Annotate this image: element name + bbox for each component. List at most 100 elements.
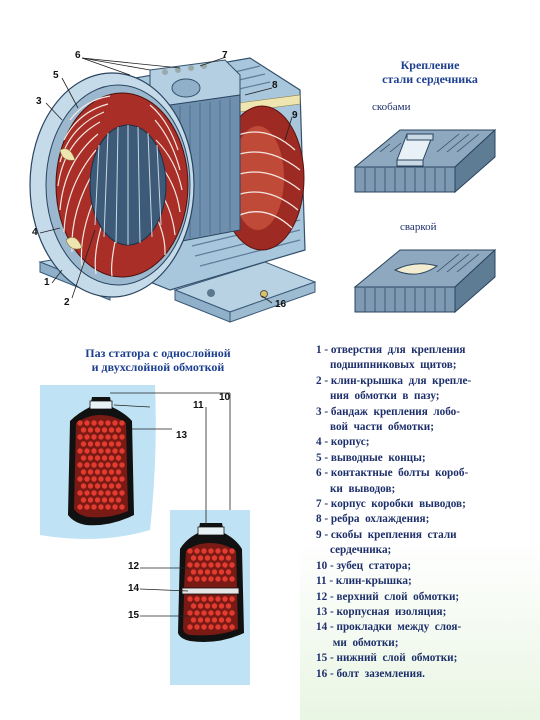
conductor-dot (105, 462, 111, 468)
legend-line: 3 - бандаж крепления лобо- (316, 405, 461, 418)
conductor-dot (91, 476, 97, 482)
layer-separator (181, 587, 240, 595)
conductor-dot (91, 490, 97, 496)
conductor-dot (101, 497, 108, 503)
conductor-dot (98, 490, 104, 496)
conductor-dot (105, 504, 111, 510)
conductor-dot (115, 427, 122, 433)
conductor-dot (225, 555, 232, 561)
conductor-dot (101, 441, 108, 447)
conductor-dot (77, 448, 83, 454)
conductor-dot (194, 548, 200, 554)
motor-callout-6: 6 (75, 50, 81, 61)
legend-line: 10 - зубец статора; (316, 559, 412, 572)
slot-title-line2: и двухслойной обмоткой (91, 360, 225, 374)
conductor-dot (215, 576, 221, 582)
conductor-dot (204, 603, 211, 609)
conductor-dot (194, 624, 200, 630)
conductor-dot (229, 576, 235, 582)
conductor-dot (197, 617, 204, 623)
wedge-lower (197, 526, 225, 536)
conductor-dot (84, 504, 90, 510)
conductor-dot (91, 420, 97, 426)
conductor-dot (204, 617, 211, 623)
conductor-dot (94, 483, 101, 489)
legend-background (300, 540, 540, 720)
slot-title: Паз статора с однослойной и двухслойной … (58, 346, 258, 374)
conductor-dot (112, 420, 118, 426)
conductor-dot (222, 562, 228, 568)
conductor-dot (201, 576, 207, 582)
conductor-dot (218, 603, 225, 609)
conductor-dot (187, 562, 193, 568)
conductor-dot (208, 562, 214, 568)
conductor-dot (211, 555, 218, 561)
conductors-single (77, 420, 125, 510)
legend-line: ми обмотки; (316, 636, 399, 649)
legend-line: 8 - ребра охлаждения; (316, 513, 430, 526)
conductor-dot (222, 548, 228, 554)
conductors-double (187, 548, 235, 630)
legend-line: 2 - клин-крышка для крепле- (316, 374, 472, 387)
conductor-dot (94, 441, 101, 447)
conductor-dot (105, 420, 111, 426)
conductor-dot (229, 624, 235, 630)
conductor-dot (208, 548, 214, 554)
conductor-dot (80, 483, 87, 489)
conductor-dot (94, 455, 101, 461)
legend: 1 - отверстия для крепления подшипниковы… (316, 343, 526, 682)
conductor-dot (105, 448, 111, 454)
conductor-dot (204, 569, 211, 575)
slot-leader-lines (110, 392, 231, 617)
conductor-dot (80, 455, 87, 461)
conductor-dot (108, 427, 115, 433)
motor-callout-16: 16 (275, 299, 287, 310)
conductor-dot (194, 562, 200, 568)
conductor-dot (225, 617, 232, 623)
motor-leader-lines (39, 56, 293, 304)
conductor-dot (197, 569, 204, 575)
conductor-dot (119, 448, 125, 454)
legend-line: 5 - выводные концы; (316, 451, 426, 464)
conductor-dot (229, 596, 235, 602)
conductor-dot (201, 548, 207, 554)
fastening-title: Крепление стали сердечника (350, 58, 510, 86)
conductor-dot (222, 596, 228, 602)
conductor-dot (101, 455, 108, 461)
conductor-dot (98, 448, 104, 454)
conductor-dot (211, 603, 218, 609)
conductor-dot (105, 476, 111, 482)
conductor-dot (112, 434, 118, 440)
conductor-dot (190, 569, 197, 575)
conductor-dot (187, 610, 193, 616)
conductor-dot (215, 562, 221, 568)
legend-line: 14 - прокладки между слоя- (316, 621, 462, 634)
conductor-dot (84, 448, 90, 454)
conductor-dot (80, 441, 87, 447)
fastening-title-line1: Крепление (400, 58, 460, 72)
slot-callout-10: 10 (219, 392, 231, 403)
conductor-dot (190, 555, 197, 561)
conductor-dot (112, 462, 118, 468)
conductor-dot (115, 483, 122, 489)
stator-slot-figure (40, 385, 250, 685)
conductor-dot (98, 504, 104, 510)
conductor-dot (211, 617, 218, 623)
caption-brackets: скобами (372, 101, 411, 113)
conductor-dot (80, 497, 87, 503)
conductor-dot (190, 603, 197, 609)
slot-callout-15: 15 (128, 610, 140, 621)
conductor-dot (112, 490, 118, 496)
conductor-dot (201, 624, 207, 630)
conductor-dot (87, 455, 94, 461)
conductor-dot (194, 576, 200, 582)
motor-callout-3: 3 (36, 96, 42, 107)
conductor-dot (108, 497, 115, 503)
conductor-dot (197, 603, 204, 609)
wedge-upper (89, 400, 113, 410)
conductor-dot (91, 504, 97, 510)
conductor-dot (119, 490, 125, 496)
conductor-dot (119, 504, 125, 510)
conductor-dot (119, 462, 125, 468)
conductor-dot (187, 548, 193, 554)
